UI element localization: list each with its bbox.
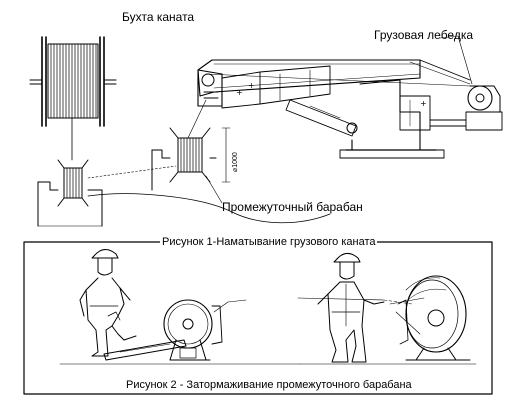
- right-worker: [317, 253, 385, 363]
- reel-right: [389, 275, 471, 361]
- rope-line: [87, 193, 331, 224]
- cargo-winch-label: Грузовая лебедка: [374, 28, 474, 42]
- drum-diameter-label: ⌀1000: [232, 152, 239, 172]
- figure2-frame: [23, 241, 493, 395]
- svg-text:+: +: [236, 88, 243, 97]
- crane: + + +: [187, 35, 503, 159]
- drum-side-view-left: [163, 299, 247, 361]
- small-drum-left: [37, 159, 103, 227]
- svg-text:+: +: [420, 99, 427, 108]
- intermediate-drum-label: Промежуточный барабан: [222, 200, 363, 214]
- brake-lever-left: [59, 339, 301, 365]
- rope-coil-label: Бухта каната: [122, 10, 195, 24]
- figure1-caption: Рисунок 1-Наматывание грузового каната: [160, 236, 378, 249]
- figure2-caption: Рисунок 2 - Затормаживание промежуточног…: [126, 379, 412, 391]
- svg-text:+: +: [248, 81, 255, 90]
- intermediate-drum: [151, 127, 231, 204]
- left-worker: [79, 249, 137, 357]
- rope-coil-reel: [29, 36, 117, 161]
